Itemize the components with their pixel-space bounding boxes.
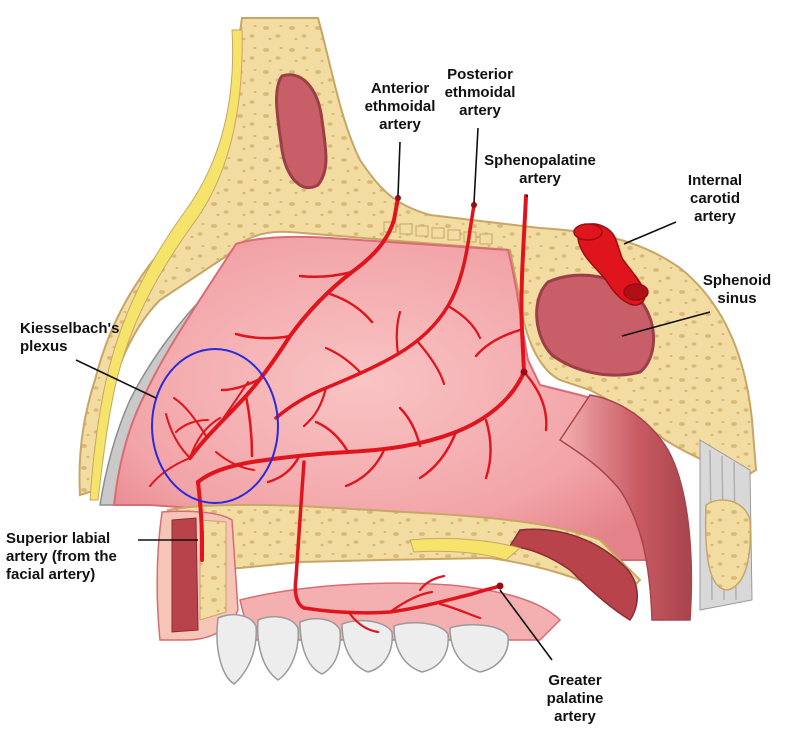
- tooth: [256, 615, 299, 681]
- anterior-ethmoidal-point: [395, 195, 401, 201]
- label-anterior-ethmoidal-artery: Anterior ethmoidal artery: [364, 80, 436, 133]
- lip-muscle: [171, 517, 199, 633]
- leader-anterior-ethmoidal: [397, 141, 401, 197]
- internal-carotid-artery: [577, 223, 646, 306]
- leader-kiesselbach: [75, 359, 157, 399]
- frontal-bone: [78, 17, 758, 497]
- leader-posterior-ethmoidal: [473, 127, 479, 204]
- label-sphenopalatine-artery: Sphenopalatine artery: [484, 152, 596, 187]
- label-superior-labial-artery: Superior labial artery (from the facial …: [6, 530, 117, 583]
- kiesselbach-circle: [151, 348, 279, 504]
- tooth: [299, 617, 342, 675]
- greater-palatine-point: [496, 582, 504, 590]
- palate-fat: [409, 537, 522, 561]
- teeth: [216, 613, 509, 685]
- label-kiesselbachs-plexus: Kiesselbach's plexus: [20, 320, 120, 355]
- tooth: [341, 619, 393, 673]
- frontal-sinus: [275, 73, 328, 189]
- tooth: [449, 623, 509, 673]
- leader-sphenoid-sinus: [621, 311, 711, 337]
- vertebra: [704, 499, 752, 591]
- label-greater-palatine-artery: Greater palatine artery: [546, 672, 604, 725]
- posterior-ethmoidal-point: [471, 202, 477, 208]
- pharynx: [558, 394, 693, 621]
- lip-fat: [199, 519, 227, 621]
- superior-labial-artery-path: [196, 480, 204, 562]
- tooth: [393, 621, 449, 673]
- nasal-fat-strip: [89, 29, 243, 501]
- leader-greater-palatine: [499, 589, 553, 661]
- sphenopalatine-point: [520, 368, 528, 376]
- greater-palatine-artery-path: [302, 584, 502, 615]
- tooth: [216, 613, 257, 685]
- label-posterior-ethmoidal-artery: Posterior ethmoidal artery: [444, 66, 516, 119]
- label-internal-carotid-artery: Internal carotid artery: [687, 172, 743, 225]
- soft-palate: [508, 528, 638, 622]
- label-sphenoid-sinus: Sphenoid sinus: [702, 272, 772, 307]
- leader-internal-carotid: [623, 221, 677, 245]
- artery-network: [149, 194, 548, 634]
- sphenopalatine-artery-path: [196, 194, 528, 484]
